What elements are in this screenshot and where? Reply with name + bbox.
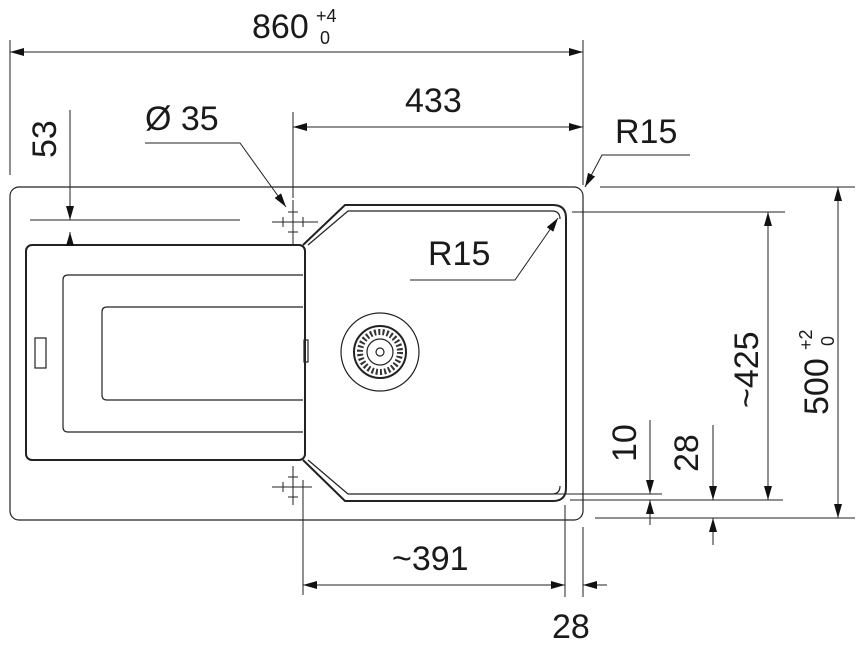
depth-tol-upper: +2: [796, 329, 816, 350]
bowl-inner: [307, 210, 561, 246]
depth-value: 500: [798, 358, 836, 415]
dim-tap-hole-diameter: Ø 35: [145, 100, 287, 208]
bowl-depth-value: ~425: [728, 331, 766, 408]
rim-right-value: 28: [552, 608, 590, 646]
drain-strainer: [340, 312, 420, 392]
edge-offset-value: 53: [26, 120, 64, 158]
dim-overall-width: 860 +4 0: [9, 6, 584, 185]
outer-radius-value: R15: [615, 113, 677, 151]
dim-bowl-radius: R15: [410, 217, 559, 281]
dim-rim-bottom: 10: [550, 420, 662, 525]
outer-rim: [9, 186, 584, 521]
width-tol-upper: +4: [316, 6, 337, 26]
depth-tol-lower: 0: [818, 336, 838, 346]
tap-hole-crosshair-bottom: [272, 466, 312, 505]
width-tol-lower: 0: [320, 28, 330, 48]
tap-hole-crosshair-top: [272, 200, 318, 245]
dim-bowl-width: ~391 28: [302, 480, 607, 646]
dim-tap-to-edge: 433: [292, 82, 583, 198]
sink-outline: [9, 186, 584, 521]
tap-to-edge-value: 433: [405, 82, 462, 120]
overflow-slot: [34, 337, 47, 369]
bowl-radius-value: R15: [428, 235, 490, 273]
drainer: [25, 244, 306, 461]
tap-hole-diameter-value: Ø 35: [145, 100, 219, 138]
bowl: [302, 204, 567, 502]
dim-rim-right-bottom: 28: [668, 425, 717, 545]
rim-right-bottom-value: 28: [668, 434, 706, 472]
bowl-width-value: ~391: [392, 540, 469, 578]
bowl-inner-bottom: [307, 459, 561, 495]
rim-bottom-value: 10: [606, 424, 644, 462]
width-value: 860: [252, 8, 309, 46]
dim-bowl-depth: ~425: [570, 211, 785, 501]
dim-overall-depth: 500 +2 0: [595, 186, 855, 519]
drainer-inner-2: [101, 306, 303, 401]
drainer-inner-1: [62, 274, 303, 433]
dim-edge-offset: 53: [26, 110, 240, 246]
dim-outer-radius: R15: [584, 113, 690, 188]
drainer-edge-tab: [303, 339, 309, 363]
